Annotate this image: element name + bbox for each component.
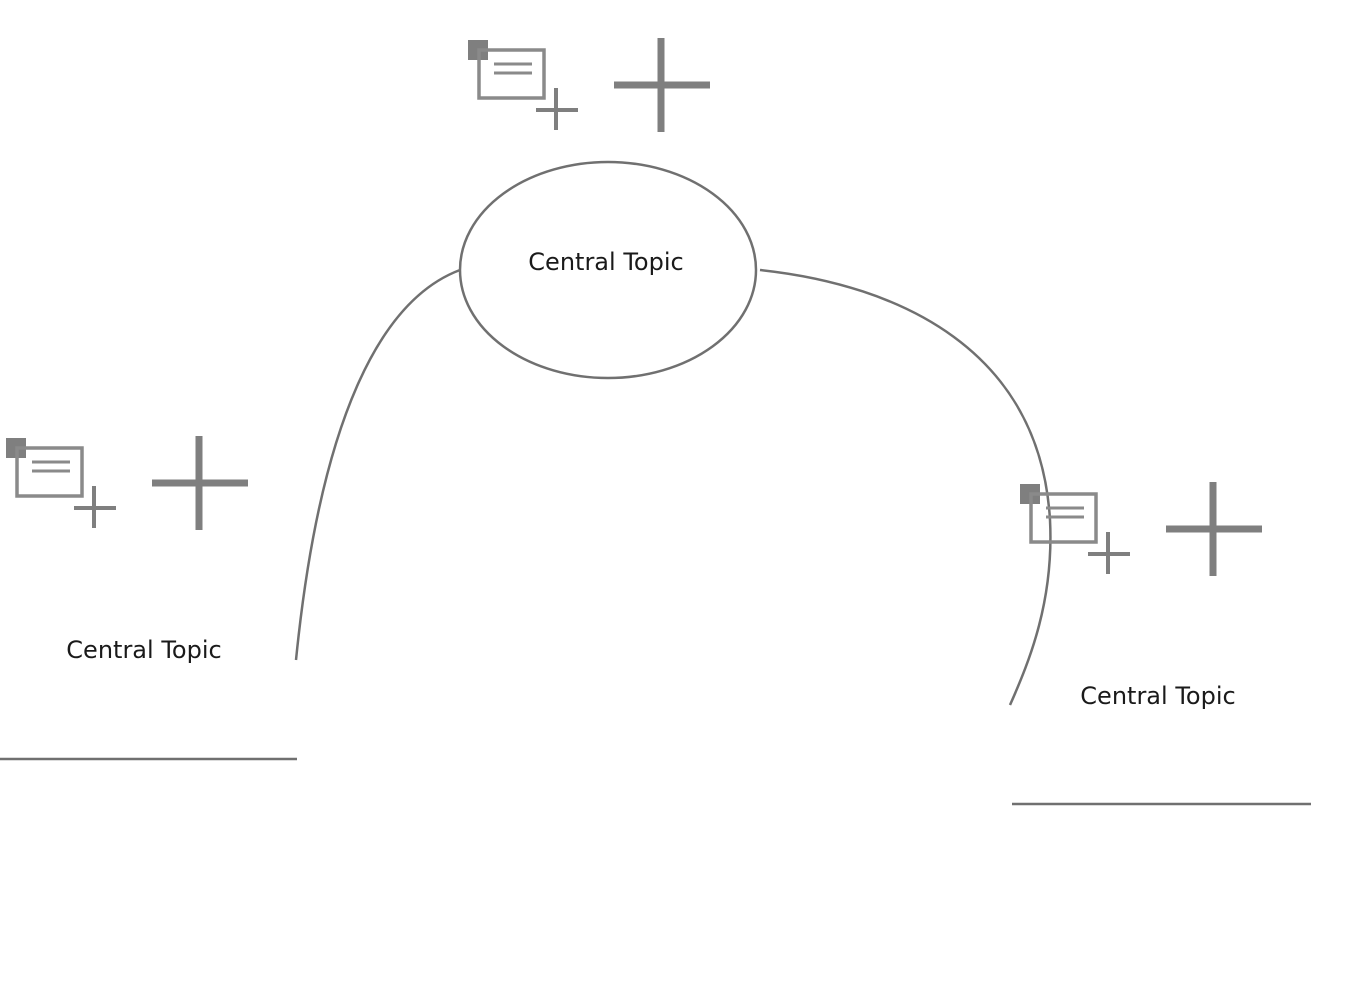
add-topic-icon[interactable] <box>152 436 248 530</box>
topic-right-label: Central Topic <box>1080 682 1235 710</box>
add-note-icon[interactable] <box>1018 482 1132 576</box>
add-topic-icon[interactable] <box>1166 482 1262 576</box>
topic-central[interactable]: Central Topic <box>458 160 758 380</box>
add-note-icon[interactable] <box>4 436 118 530</box>
topic-left-label: Central Topic <box>66 636 221 664</box>
topic-right[interactable]: Central Topic <box>1012 682 1311 806</box>
topic-central-shape <box>458 160 758 380</box>
connector-left <box>294 268 461 661</box>
connector-right <box>759 268 1052 706</box>
add-topic-icon[interactable] <box>614 38 710 132</box>
topic-central-label: Central Topic <box>528 248 683 276</box>
topic-left[interactable]: Central Topic <box>0 636 297 761</box>
add-note-icon[interactable] <box>466 38 580 132</box>
